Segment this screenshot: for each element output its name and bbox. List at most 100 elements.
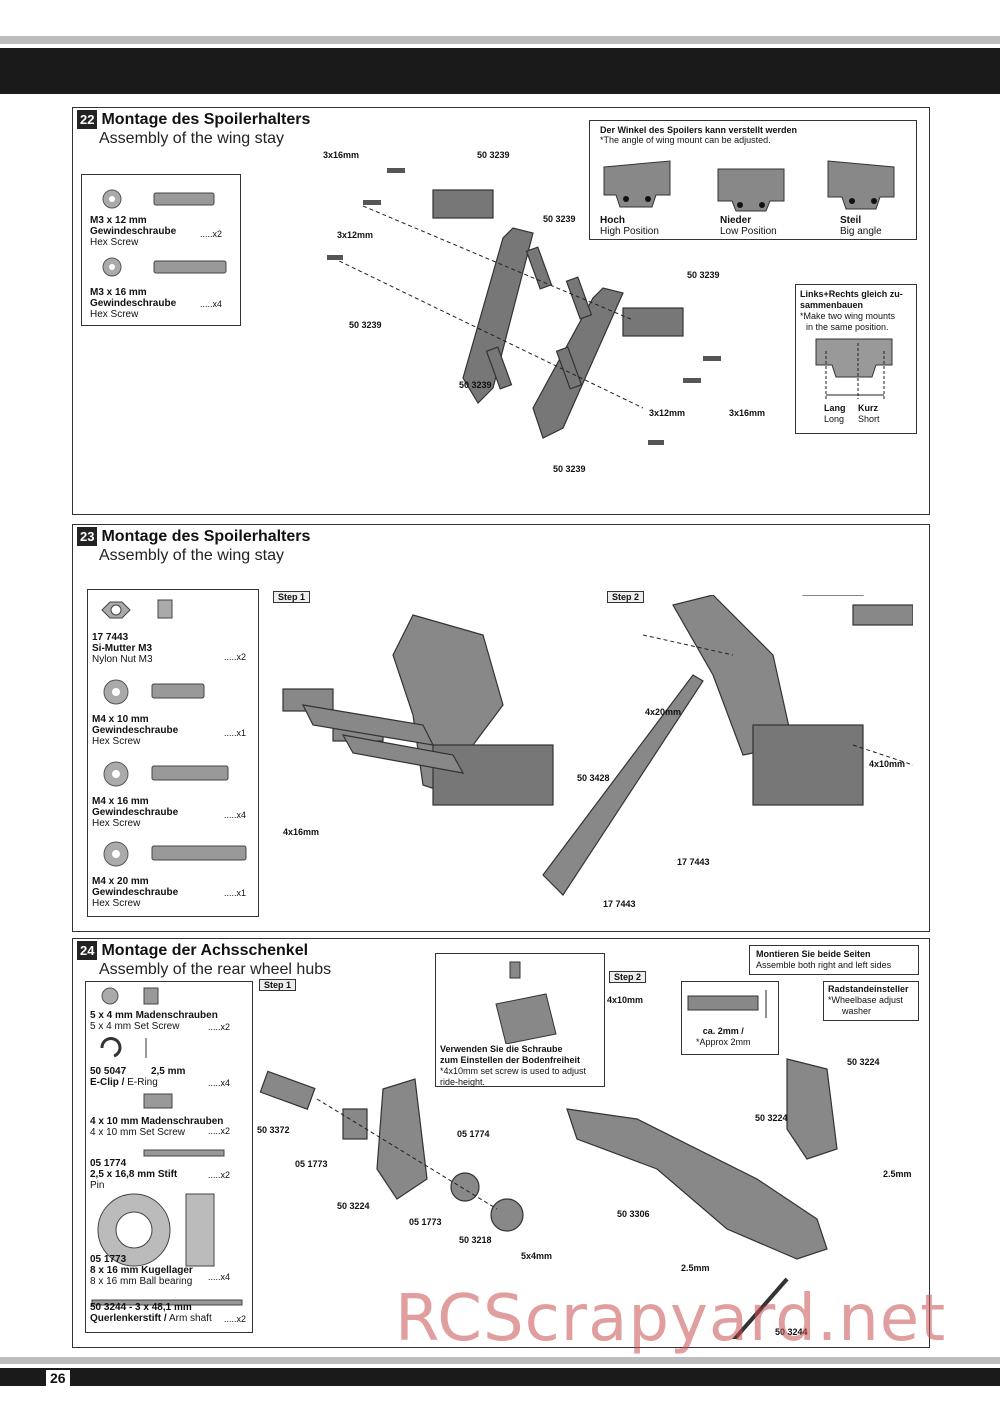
- part-name-en: Hex Screw: [92, 818, 141, 829]
- long-de: Lang: [824, 403, 846, 413]
- screw-illustrations: [102, 189, 227, 277]
- part-name-en: 4 x 10 mm Set Screw: [90, 1127, 186, 1138]
- step-subtitle: Assembly of the wing stay: [99, 130, 284, 147]
- part-qty: .....x1: [224, 728, 247, 738]
- callout-label: 05 1773: [409, 1217, 442, 1227]
- angle-subtitle: *The angle of wing mount can be adjusted…: [600, 135, 771, 145]
- part-size: M4 x 10 mm: [92, 714, 149, 725]
- part-name-de: Querlenkerstift /: [90, 1313, 167, 1324]
- part-pin: 05 1774 2,5 x 16,8 mm Stift Pin: [90, 1158, 177, 1191]
- part-size: - 3 x 48,1 mm: [128, 1302, 192, 1313]
- setscrew-de-2: zum Einstellen der Bodenfreiheit: [440, 1055, 581, 1065]
- part-4x10-setscrew: 4 x 10 mm Madenschrauben 4 x 10 mm Set S…: [90, 1116, 223, 1138]
- option-de: Steil: [840, 215, 862, 226]
- mount-illustration: [815, 338, 893, 399]
- part-qty: .....x4: [224, 810, 247, 820]
- callout-label: 17 7443: [603, 899, 636, 909]
- callout-label: 2.5mm: [681, 1263, 710, 1273]
- approx-text: ca. 2mm / *Approx 2mm: [696, 1026, 751, 1048]
- callout-label: 4x10mm: [869, 759, 906, 769]
- part-name-en: Nylon Nut M3: [92, 654, 153, 665]
- part-m4x16: M4 x 16 mm Gewindeschraube Hex Screw: [92, 796, 178, 829]
- option-de: Nieder: [720, 215, 752, 226]
- section-header: 24 Montage der Achsschenkel: [77, 941, 308, 960]
- step-subtitle: Assembly of the rear wheel hubs: [99, 961, 332, 978]
- angle-title: Der Winkel des Spoilers kann verstellt w…: [600, 125, 797, 135]
- step-number: 24: [77, 941, 98, 960]
- callout-label: 4x16mm: [283, 827, 320, 837]
- step-subtitle: Assembly of the wing stay: [99, 547, 284, 564]
- callout-label: 4x10mm: [607, 995, 644, 1005]
- part-code: 17 7443: [92, 632, 129, 643]
- part-name-en: Hex Screw: [90, 237, 139, 248]
- mount-sub-line1: *Make two wing mounts: [800, 311, 896, 321]
- callout-label: 50 3244: [775, 1327, 808, 1337]
- callout-label: 50 3239: [349, 320, 382, 330]
- option-en: Low Position: [720, 226, 777, 237]
- footer-band: [0, 1368, 1000, 1386]
- part-qty: .....x2: [224, 652, 247, 662]
- header-band-light: [0, 36, 1000, 44]
- part-name-en: Hex Screw: [92, 736, 141, 747]
- part-qty: .....x2: [224, 1314, 247, 1324]
- step-number: 23: [77, 527, 98, 546]
- callout-label: 50 3239: [543, 214, 576, 224]
- wheelbase-en-1: *Wheelbase adjust: [828, 995, 904, 1005]
- short-de: Kurz: [858, 403, 878, 413]
- callout-label: 50 3239: [477, 150, 510, 160]
- header-band: [0, 48, 1000, 94]
- hardware-illustrations: [101, 599, 247, 867]
- part-qty: .....x1: [224, 888, 247, 898]
- part-name-de: Gewindeschraube: [92, 887, 179, 898]
- part-qty: .....x2: [200, 229, 223, 239]
- callout-label: 50 3428: [577, 773, 610, 783]
- callout-label: 4x20mm: [645, 707, 682, 717]
- angle-option-high: Hoch High Position: [600, 215, 659, 237]
- callout-label: 2.5mm: [883, 1169, 912, 1179]
- parts-box: 17 7443 Si-Mutter M3 Nylon Nut M3 .....x…: [87, 589, 259, 917]
- part-name-de: 8 x 16 mm Kugellager: [90, 1265, 193, 1276]
- callout-label: 50 3224: [337, 1201, 370, 1211]
- setscrew-en-1: *4x10mm set screw is used to adjust: [440, 1066, 587, 1076]
- part-qty: .....x2: [208, 1170, 231, 1180]
- approx-box: ca. 2mm / *Approx 2mm: [681, 981, 779, 1055]
- part-name-en: Arm shaft: [168, 1313, 212, 1324]
- callout-label: 50 3372: [257, 1125, 290, 1135]
- step-title: Montage des Spoilerhalters: [101, 527, 311, 545]
- part-name-en: E-Ring: [127, 1077, 158, 1088]
- approx-en: *Approx 2mm: [696, 1037, 751, 1047]
- setscrew-en-2: ride-height.: [440, 1077, 486, 1087]
- part-e-clip: 50 5047 2,5 mm E-Clip / E-Ring: [90, 1066, 185, 1088]
- option-en: High Position: [600, 226, 659, 237]
- part-name-en: 5 x 4 mm Set Screw: [90, 1021, 180, 1032]
- part-qty: .....x2: [208, 1022, 231, 1032]
- setscrew-text: Verwenden Sie die Schraube zum Einstelle…: [440, 1044, 586, 1088]
- mount-title-line1: Links+Rechts gleich zu-: [800, 289, 903, 299]
- part-m3x16: M3 x 16 mm Gewindeschraube Hex Screw: [90, 287, 176, 320]
- part-name-de: E-Clip /: [90, 1077, 125, 1088]
- angle-option-steep: Steil Big angle: [840, 215, 882, 237]
- part-qty: .....x4: [208, 1272, 231, 1282]
- part-name-de: 2,5 x 16,8 mm Stift: [90, 1169, 178, 1180]
- step-1-label: Step 1: [259, 979, 297, 991]
- hardware-illustrations: [91, 987, 243, 1306]
- part-name-de: Gewindeschraube: [90, 298, 177, 309]
- part-code: 05 1773: [90, 1254, 127, 1265]
- option-en: Big angle: [840, 226, 882, 237]
- mount-short: Kurz Short: [858, 403, 880, 425]
- callout-label: 17 7443: [677, 857, 710, 867]
- both-sides-text: Montieren Sie beide Seiten Assemble both…: [756, 949, 891, 971]
- wheelbase-de: Radstandeinsteller: [828, 984, 909, 994]
- callout-label: 3x16mm: [323, 150, 360, 160]
- wheelbase-en-2: washer: [842, 1006, 872, 1016]
- both-sides-box: Montieren Sie beide Seiten Assemble both…: [749, 945, 919, 975]
- approx-illustration: [687, 990, 767, 1018]
- part-name-de: Gewindeschraube: [92, 807, 179, 818]
- approx-de: ca. 2mm /: [702, 1026, 744, 1036]
- part-code: 05 1774: [90, 1158, 127, 1169]
- both-sides-en: Assemble both right and left sides: [756, 960, 892, 970]
- long-en: Long: [824, 414, 845, 424]
- callout-label: 50 3218: [459, 1235, 492, 1245]
- callout-label: 50 3306: [617, 1209, 650, 1219]
- setscrew-info-box: Verwenden Sie die Schraube zum Einstelle…: [435, 953, 605, 1087]
